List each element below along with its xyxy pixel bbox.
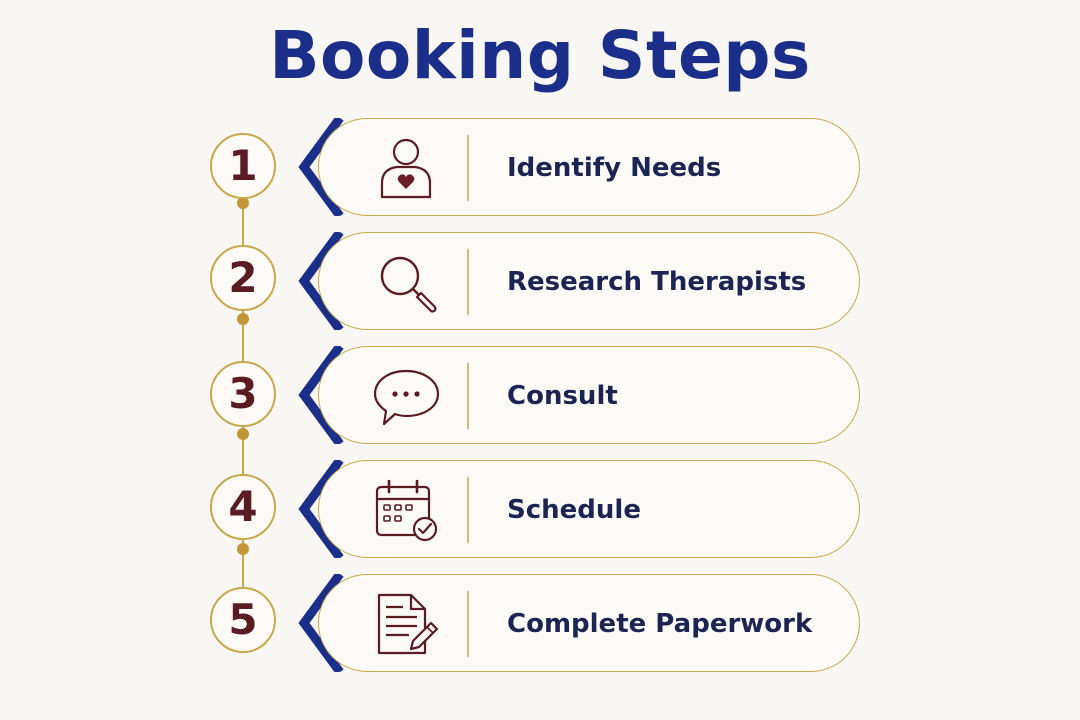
step-number-2: 2: [210, 245, 276, 311]
calendar-check-icon: [375, 479, 438, 542]
step-number-4: 4: [210, 474, 276, 540]
step-number-3: 3: [210, 361, 276, 427]
card-divider: [467, 477, 469, 543]
document-pen-icon: [377, 593, 439, 655]
chevron-left-icon: [298, 118, 344, 216]
chevron-left-icon: [298, 346, 344, 444]
timeline-dot: [237, 313, 249, 325]
person-heart-icon: [380, 138, 432, 199]
card-divider: [467, 363, 469, 429]
page-title: Booking Steps: [269, 17, 811, 94]
step-label-5: Complete Paperwork: [507, 609, 813, 639]
step-label-1: Identify Needs: [507, 153, 722, 183]
step-number-1: 1: [210, 133, 276, 199]
step-card-3[interactable]: Consult: [318, 346, 860, 444]
step-label-2: Research Therapists: [507, 267, 807, 297]
step-label-4: Schedule: [507, 495, 641, 525]
step-card-2[interactable]: Research Therapists: [318, 232, 860, 330]
timeline-dot: [237, 428, 249, 440]
step-card-1[interactable]: Identify Needs: [318, 118, 860, 216]
card-divider: [467, 249, 469, 315]
timeline-dot: [237, 543, 249, 555]
magnifier-icon: [380, 256, 437, 313]
step-card-4[interactable]: Schedule: [318, 460, 860, 558]
timeline-dot: [237, 197, 249, 209]
card-divider: [467, 135, 469, 201]
speech-bubble-icon: [373, 369, 439, 426]
chevron-left-icon: [298, 574, 344, 672]
step-number-5: 5: [210, 587, 276, 653]
chevron-left-icon: [298, 232, 344, 330]
chevron-left-icon: [298, 460, 344, 558]
step-label-3: Consult: [507, 381, 618, 411]
card-divider: [467, 591, 469, 657]
step-card-5[interactable]: Complete Paperwork: [318, 574, 860, 672]
